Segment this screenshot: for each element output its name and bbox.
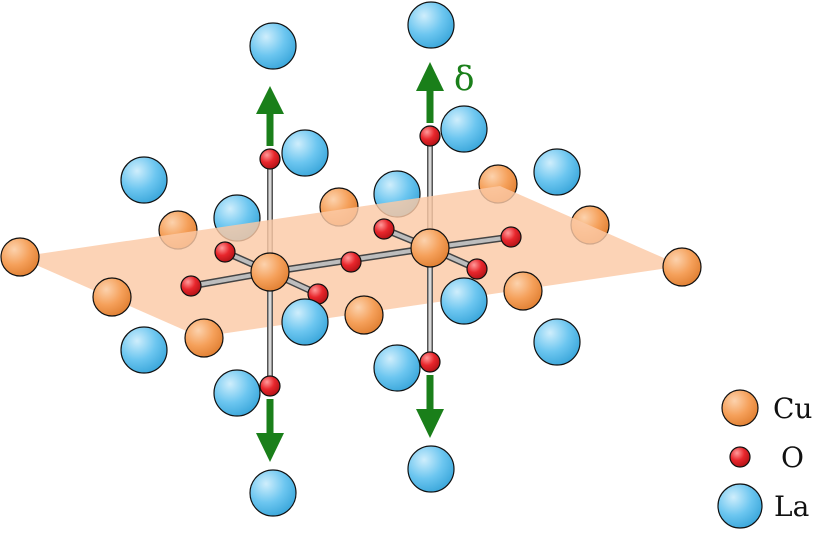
o-atom-icon	[729, 446, 751, 468]
cu-atom-center	[250, 252, 290, 292]
la-atom	[213, 369, 261, 417]
displacement-arrows	[256, 62, 444, 462]
o-atom	[466, 258, 488, 280]
arrow-down-icon	[256, 399, 284, 462]
o-atoms-planar	[180, 218, 522, 305]
cu-atom-icon	[721, 389, 759, 427]
la-atom	[281, 298, 329, 346]
apical-bonds-lower	[267, 250, 433, 386]
la-atom-icon	[717, 483, 763, 529]
o-atom	[180, 275, 202, 297]
la-atom	[407, 445, 455, 493]
la-atom	[281, 129, 329, 177]
la-atom	[120, 156, 168, 204]
la-atom	[373, 344, 421, 392]
arrow-up-icon	[256, 86, 284, 146]
la-atom	[249, 469, 297, 517]
cu-atoms-front	[0, 237, 702, 358]
legend-label-cu: Cu	[773, 392, 812, 425]
delta-label: δ	[454, 59, 474, 99]
legend-label-la: La	[774, 490, 809, 523]
o-atom-apical	[259, 375, 281, 397]
la-atom	[249, 22, 297, 70]
o-atom	[214, 241, 236, 263]
la-atoms-back	[120, 1, 581, 242]
o-atom-apical	[419, 125, 441, 147]
cu-atom	[503, 271, 543, 311]
cu-atom	[92, 277, 132, 317]
cu-atom	[344, 295, 384, 335]
arrow-down-icon	[416, 375, 444, 438]
o-atom	[340, 251, 362, 273]
la-atom	[120, 326, 168, 374]
cu-atom	[0, 237, 40, 277]
o-atom	[500, 226, 522, 248]
legend-label-o: O	[781, 441, 804, 474]
cu-atom	[662, 247, 702, 287]
la-atom	[407, 1, 455, 49]
cu-atom	[184, 318, 224, 358]
la-atom	[533, 318, 581, 366]
la-atoms-front	[120, 277, 581, 517]
o-atom-apical	[419, 351, 441, 373]
la-atom	[440, 277, 488, 325]
la-atom	[533, 148, 581, 196]
o-atom-apical	[259, 148, 281, 170]
arrow-up-icon	[416, 62, 444, 123]
o-atom	[373, 218, 395, 240]
cu-atom-center	[410, 228, 450, 268]
la-atom	[440, 105, 488, 153]
legend: Cu O La	[717, 389, 812, 529]
